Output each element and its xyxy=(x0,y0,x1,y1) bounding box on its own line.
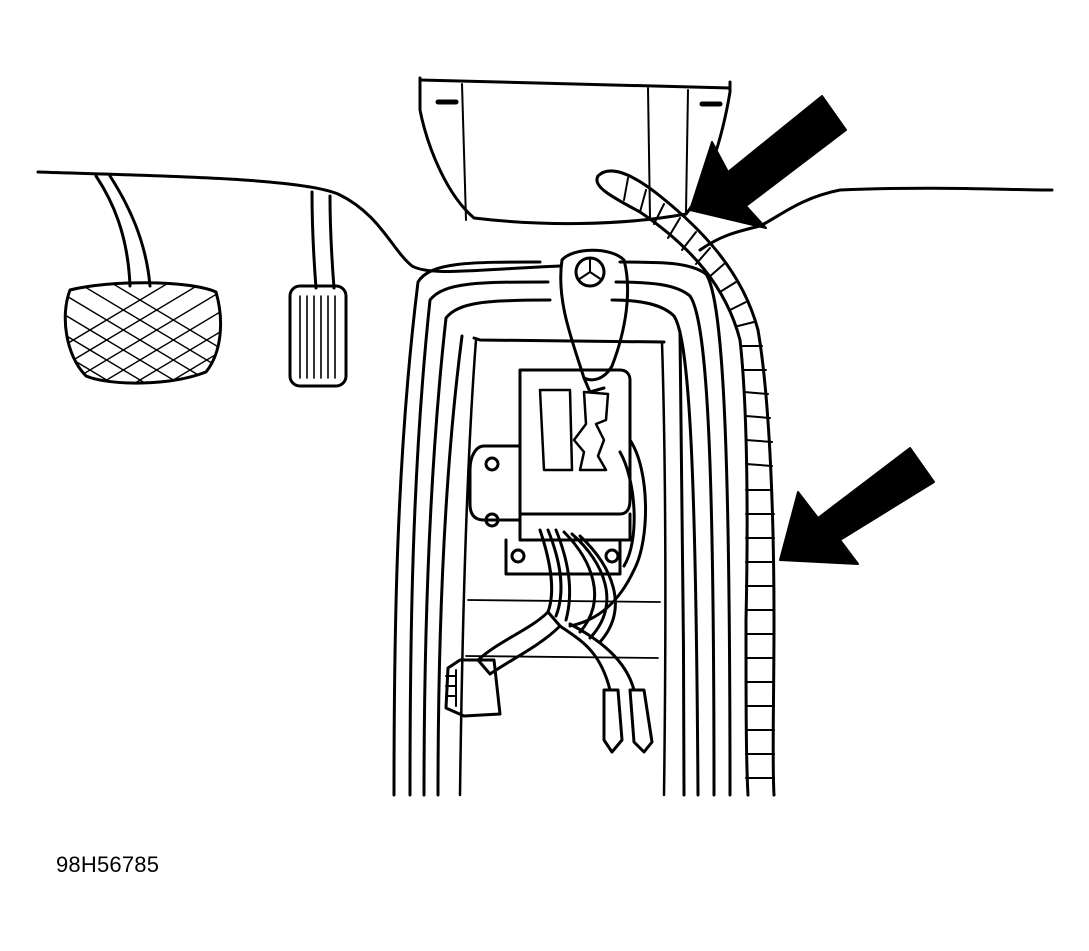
upper-arrow xyxy=(689,95,847,229)
figure-id-label: 98H56785 xyxy=(56,852,160,877)
floor-line xyxy=(36,170,1054,273)
brake-pedal xyxy=(63,174,223,385)
center-console xyxy=(392,260,732,797)
corrugated-harness xyxy=(595,169,776,797)
accelerator-pedal xyxy=(288,190,348,388)
shift-knob xyxy=(559,248,630,394)
center-stack xyxy=(418,76,732,226)
lower-arrow xyxy=(779,447,935,565)
switch-wiring xyxy=(444,438,654,754)
shift-gate xyxy=(468,368,632,576)
